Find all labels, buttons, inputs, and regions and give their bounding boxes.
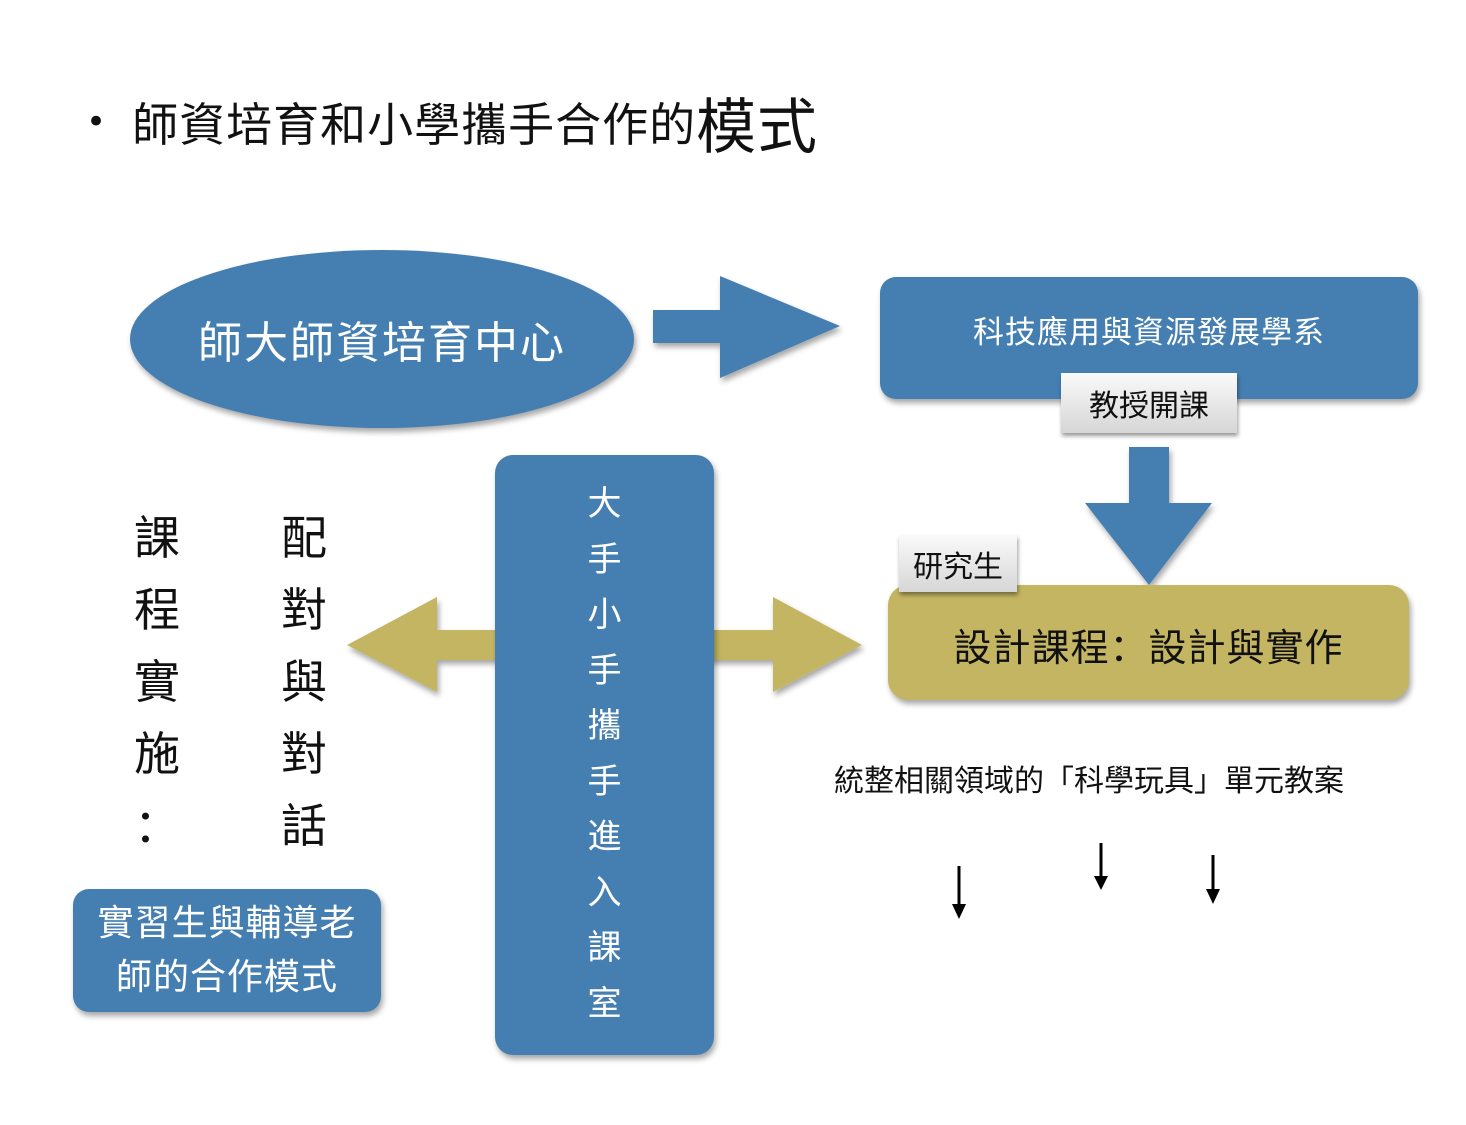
vertical-char: 施 (134, 727, 180, 781)
small-arrow-icon (1094, 843, 1108, 890)
lesson-plan-text: 統整相關領域的「科學玩具」單元教案 (834, 764, 1344, 799)
vertical-char: 手 (587, 761, 622, 802)
vertical-char: ： (134, 799, 180, 853)
node-label-line: 師的合作模式 (115, 956, 338, 998)
vertical-char: 實 (134, 655, 180, 709)
grad-student-tag: 研究生 (899, 535, 1017, 592)
node-label: 設計課程：設計與實作 (953, 626, 1344, 670)
node-label: 科技應用與資源發展學系 (973, 315, 1325, 351)
course-implementation-label: 課 程 實 施 ： (125, 502, 189, 862)
pairing-dialogue-label: 配 對 與 對 話 (272, 502, 336, 862)
vertical-char: 對 (281, 583, 327, 637)
bullet-icon: • (86, 102, 107, 142)
title-text: 師資培育和小學攜手合作的 (132, 98, 697, 152)
intern-mentor-node: 實習生與輔導老 師的合作模式 (73, 889, 381, 1012)
vertical-char: 入 (587, 872, 622, 913)
vertical-char: 程 (134, 583, 180, 637)
node-label-line: 實習生與輔導老 (97, 902, 357, 944)
tag-label: 教授開課 (1089, 389, 1209, 424)
vertical-char: 課 (134, 511, 180, 565)
small-arrow-icon (952, 866, 966, 919)
course-design-node: 設計課程：設計與實作 (888, 585, 1409, 700)
professor-course-tag: 教授開課 (1061, 373, 1237, 433)
vertical-char: 話 (281, 799, 327, 853)
vertical-char: 室 (587, 983, 622, 1024)
vertical-char: 手 (587, 539, 622, 580)
slide-title: • 師資培育和小學攜手合作的 模式 (86, 82, 818, 163)
right-block-arrow-icon (653, 276, 840, 378)
teacher-education-center-node: 師大師資培育中心 (130, 250, 634, 428)
title-emphasis: 模式 (696, 92, 819, 163)
vertical-char: 小 (587, 595, 622, 635)
node-label: 師大師資培育中心 (198, 318, 566, 369)
vertical-char: 大 (587, 484, 622, 524)
hand-in-hand-node: 大 手 小 手 攜 手 進 入 課 室 (495, 455, 714, 1055)
vertical-char: 課 (587, 928, 622, 968)
vertical-char: 對 (281, 727, 327, 781)
vertical-char: 進 (587, 817, 622, 857)
vertical-char: 與 (281, 655, 327, 709)
tag-label: 研究生 (913, 549, 1003, 585)
down-block-arrow-icon (1085, 447, 1212, 585)
small-arrow-icon (1206, 855, 1220, 904)
vertical-char: 手 (587, 650, 622, 691)
vertical-char: 配 (281, 511, 327, 565)
vertical-char: 攜 (587, 706, 622, 746)
